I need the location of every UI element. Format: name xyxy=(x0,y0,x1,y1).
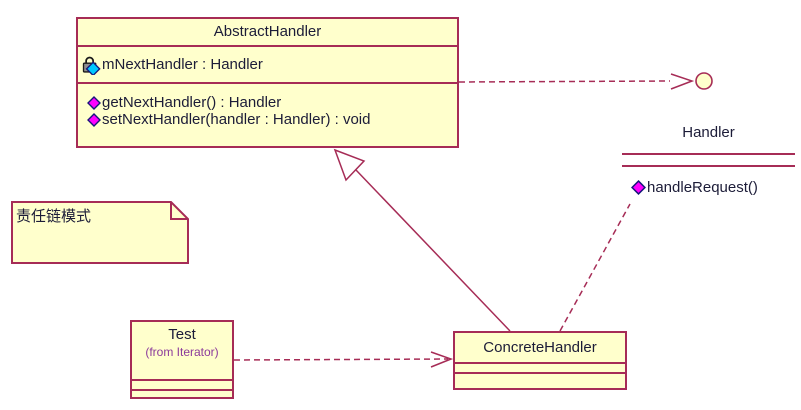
realization-line xyxy=(559,203,631,332)
operations-compartment xyxy=(455,372,625,384)
open-arrowhead-icon xyxy=(430,351,454,368)
attribute-label: mNextHandler : Handler xyxy=(102,56,263,73)
interface-name[interactable]: Handler xyxy=(682,124,735,141)
class-concretehandler[interactable]: ConcreteHandler xyxy=(453,331,627,390)
class-name: ConcreteHandler xyxy=(483,339,597,356)
dependency-line xyxy=(233,358,449,361)
attributes-compartment xyxy=(132,379,232,389)
attributes-compartment: mNextHandler : Handler xyxy=(78,45,457,82)
interface-lollipop-circle[interactable] xyxy=(695,72,713,90)
class-abstracthandler[interactable]: AbstractHandler mNextHandler : Handler g… xyxy=(76,17,459,148)
class-test[interactable]: Test (from Iterator) xyxy=(130,320,234,399)
operation-label: setNextHandler(handler : Handler) : void xyxy=(102,111,371,128)
operations-compartment: getNextHandler() : Handler setNextHandle… xyxy=(78,82,457,144)
interface-operation: handleRequest() xyxy=(631,179,758,196)
open-arrowhead-icon xyxy=(670,73,695,90)
public-operation-icon xyxy=(631,180,646,195)
note-fold-icon xyxy=(170,202,188,220)
note-text: 责任链模式 xyxy=(16,208,92,225)
private-attribute-lock-icon xyxy=(82,56,101,75)
public-operation-icon xyxy=(87,112,101,127)
operations-compartment xyxy=(132,389,232,397)
package-label: (from Iterator) xyxy=(145,345,219,359)
class-name: AbstractHandler xyxy=(213,23,322,40)
generalization-triangle-icon xyxy=(333,148,366,182)
interface-lollipop-line xyxy=(458,80,671,83)
note-shape[interactable] xyxy=(11,201,189,264)
attributes-compartment xyxy=(455,362,625,372)
generalization-line xyxy=(355,169,511,332)
public-operation-icon xyxy=(87,95,101,110)
class-name: Test xyxy=(168,326,196,343)
operation-label: getNextHandler() : Handler xyxy=(102,94,282,111)
operation-label: handleRequest() xyxy=(647,179,758,196)
